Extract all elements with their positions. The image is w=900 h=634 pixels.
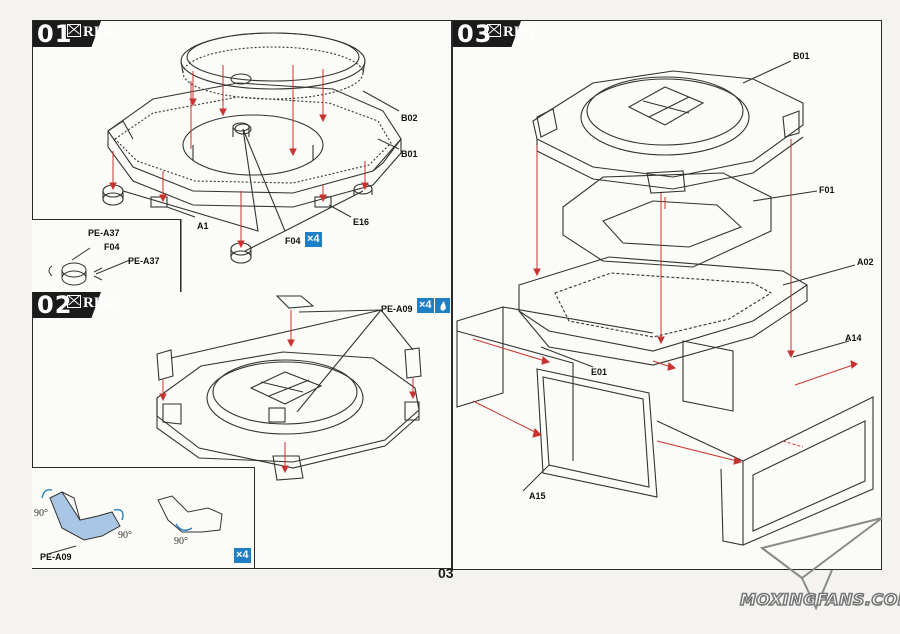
step-01-detail-drawing (48, 247, 131, 286)
label-e01: E01 (591, 367, 608, 377)
step-01-detail-box: PE-A37 F04 PE-A37 (32, 219, 181, 294)
angle-label-2: 90° (118, 530, 132, 541)
brand-logo: RPG (67, 292, 115, 318)
glue-icon (435, 298, 450, 313)
brand-logo: RPG (487, 21, 535, 47)
step-01-drawing (102, 32, 402, 293)
label-f01: F01 (819, 185, 835, 195)
step-02-header: 02 RPG (33, 292, 133, 318)
detail-quantity-badge: ×4 (234, 548, 251, 563)
step-02-panel: 02 RPG PE-A09 ×4 (32, 292, 452, 569)
label-f04: F04 (285, 236, 301, 246)
step-03-header: 03 RPG (453, 21, 553, 47)
label-a14: A14 (845, 333, 862, 343)
label-pe-a09: PE-A09 (381, 304, 413, 314)
label-b02: B02 (401, 113, 418, 123)
quantity-badge: ×4 (305, 232, 322, 247)
label-b01: B01 (793, 51, 810, 61)
glue-drop-icon (440, 301, 446, 311)
detail-label-pe-a37-top: PE-A37 (88, 228, 120, 238)
page-number: 03 (438, 565, 454, 581)
watermark-text: MOXINGFANS.COM (739, 589, 900, 610)
angle-label-1: 90° (34, 508, 48, 519)
brand-x-icon (67, 295, 81, 308)
step-03-drawing (456, 60, 874, 546)
label-a02: A02 (857, 257, 874, 267)
step-03-panel: 03 RPG (452, 20, 882, 570)
label-b01: B01 (401, 149, 418, 159)
step-01-panel: 01 RPG (32, 20, 452, 294)
brand-x-icon (67, 24, 81, 37)
quantity-badge: ×4 (417, 298, 434, 313)
detail-label-pe-a09: PE-A09 (40, 552, 72, 562)
watermark-logo-icon (759, 517, 883, 611)
step-number: 03 (453, 21, 521, 47)
label-a15: A15 (529, 491, 546, 501)
step-02-detail-box: 90° 90° 90° PE-A09 ×4 (32, 467, 255, 568)
step-02-detail-drawing (41, 488, 223, 555)
brand-x-icon (487, 24, 501, 37)
angle-label-3: 90° (174, 536, 188, 547)
label-e16: E16 (353, 217, 370, 227)
step-01-header: 01 RPG (33, 21, 133, 47)
detail-label-f04: F04 (104, 242, 120, 252)
label-a1: A1 (197, 221, 209, 231)
brand-logo: RPG (67, 21, 115, 47)
step-02-drawing (156, 295, 422, 481)
detail-label-pe-a37-bottom: PE-A37 (128, 256, 160, 266)
